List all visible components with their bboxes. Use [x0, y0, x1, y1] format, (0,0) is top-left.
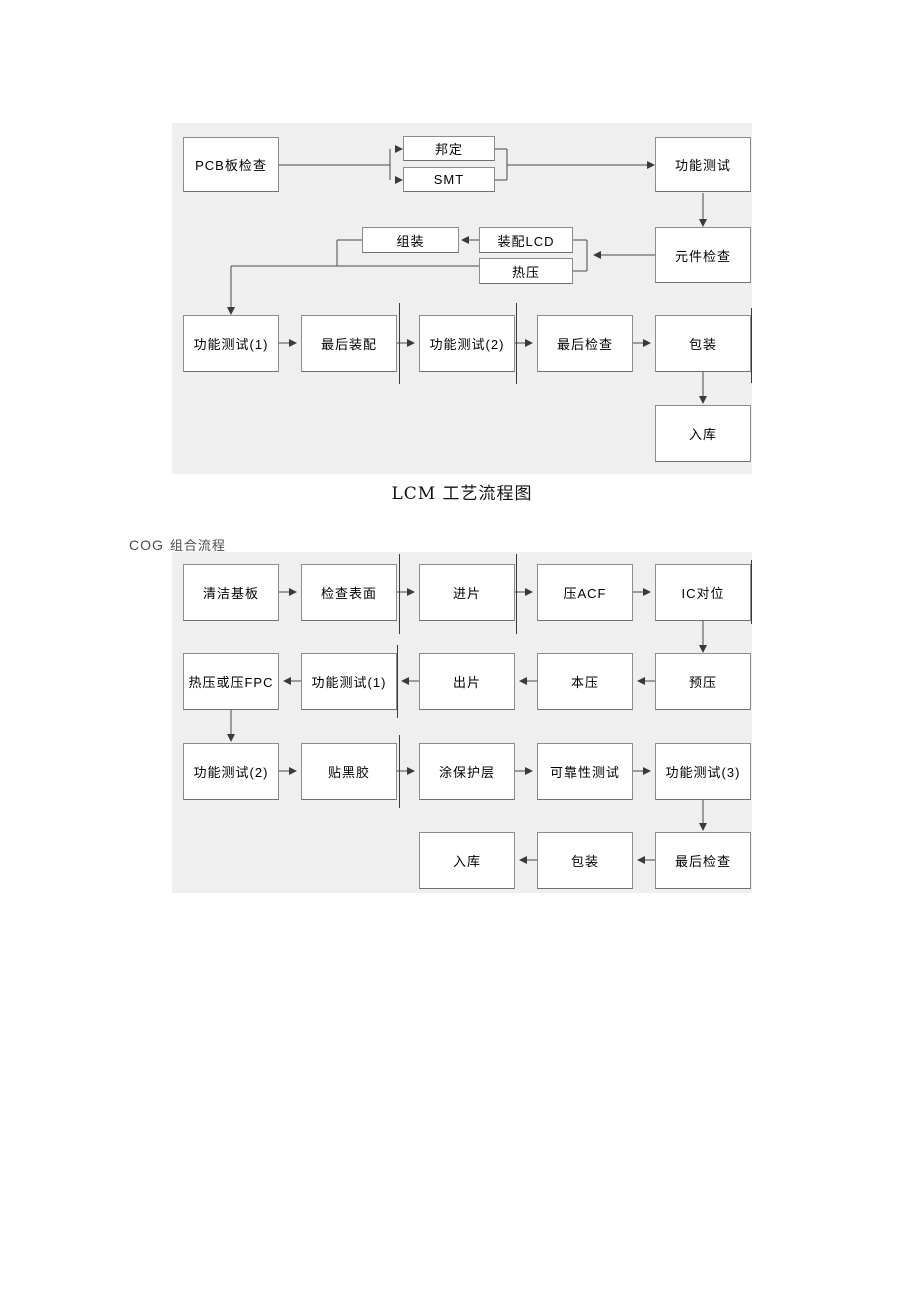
cog-flowchart: 清洁基板 检查表面 进片 压ACF IC对位 热压或压FPC 功能测试(1) 出…	[172, 552, 752, 893]
edge-assemble-to-functest1	[227, 239, 479, 315]
cog-label-en: COG	[129, 537, 164, 553]
node-ic-align: IC对位	[655, 564, 751, 621]
node-protect-coat: 涂保护层	[419, 743, 515, 800]
lcm-chart-caption: LCM 工艺流程图	[391, 484, 533, 504]
cog-flow-label: COG 组合流程	[129, 535, 226, 554]
node-final-check: 最后检查	[537, 315, 633, 372]
cog-row2-arrows	[283, 677, 655, 685]
edge-branch-to-functest	[495, 148, 655, 181]
cog-label-cn: 组合流程	[169, 539, 226, 554]
node-main-press: 本压	[537, 653, 633, 710]
node-reliability-test: 可靠性测试	[537, 743, 633, 800]
node-packing: 包装	[655, 315, 751, 372]
edge-fpc-to-functest2	[227, 710, 235, 742]
node-assemble-lcd: 装配LCD	[479, 227, 573, 253]
node-packing: 包装	[537, 832, 633, 889]
node-func-test-2: 功能测试(2)	[419, 315, 515, 372]
edge-packing-to-warehouse	[699, 372, 707, 404]
cog-row4-arrows	[519, 856, 655, 864]
node-component-check: 元件检查	[655, 227, 751, 283]
edge-functest-to-componentcheck	[699, 193, 707, 227]
node-hot-press: 热压	[479, 258, 573, 284]
node-func-test: 功能测试	[655, 137, 751, 192]
node-func-test-1: 功能测试(1)	[301, 653, 397, 710]
node-func-test-2: 功能测试(2)	[183, 743, 279, 800]
lcm-connectors	[227, 145, 752, 404]
lcm-flowchart: PCB板检查 邦定 SMT 功能测试 元件检查 组装 装配LCD 热压 功能测试…	[172, 123, 752, 474]
node-func-test-3: 功能测试(3)	[655, 743, 751, 800]
edge-bottom-row-arrows	[279, 339, 651, 347]
edge-icalign-to-prepress	[699, 621, 707, 653]
node-feed-out: 出片	[419, 653, 515, 710]
node-func-test-1: 功能测试(1)	[183, 315, 279, 372]
connector-tick-lines	[397, 554, 752, 808]
node-black-glue: 贴黑胶	[301, 743, 397, 800]
edge-functest3-to-finalcheck	[699, 800, 707, 831]
cog-row3-arrows	[279, 767, 651, 775]
node-hot-press-fpc: 热压或压FPC	[183, 653, 279, 710]
node-pre-press: 预压	[655, 653, 751, 710]
edge-pcb-to-branch	[279, 145, 403, 184]
node-clean-substrate: 清洁基板	[183, 564, 279, 621]
node-press-acf: 压ACF	[537, 564, 633, 621]
edge-lcd-to-assemble	[461, 236, 479, 244]
node-pcb-check: PCB板检查	[183, 137, 279, 192]
cog-connectors	[227, 554, 752, 864]
edge-componentcheck-to-lcd-hotpress	[573, 239, 655, 272]
node-smt: SMT	[403, 167, 495, 192]
connector-tick-lines	[399, 303, 752, 384]
node-assemble: 组装	[362, 227, 459, 253]
node-warehouse: 入库	[419, 832, 515, 889]
node-bonding: 邦定	[403, 136, 495, 161]
node-final-assemble: 最后装配	[301, 315, 397, 372]
node-check-surface: 检查表面	[301, 564, 397, 621]
node-feed-in: 进片	[419, 564, 515, 621]
node-warehouse: 入库	[655, 405, 751, 462]
node-final-check: 最后检查	[655, 832, 751, 889]
cog-row1-arrows	[279, 588, 651, 596]
